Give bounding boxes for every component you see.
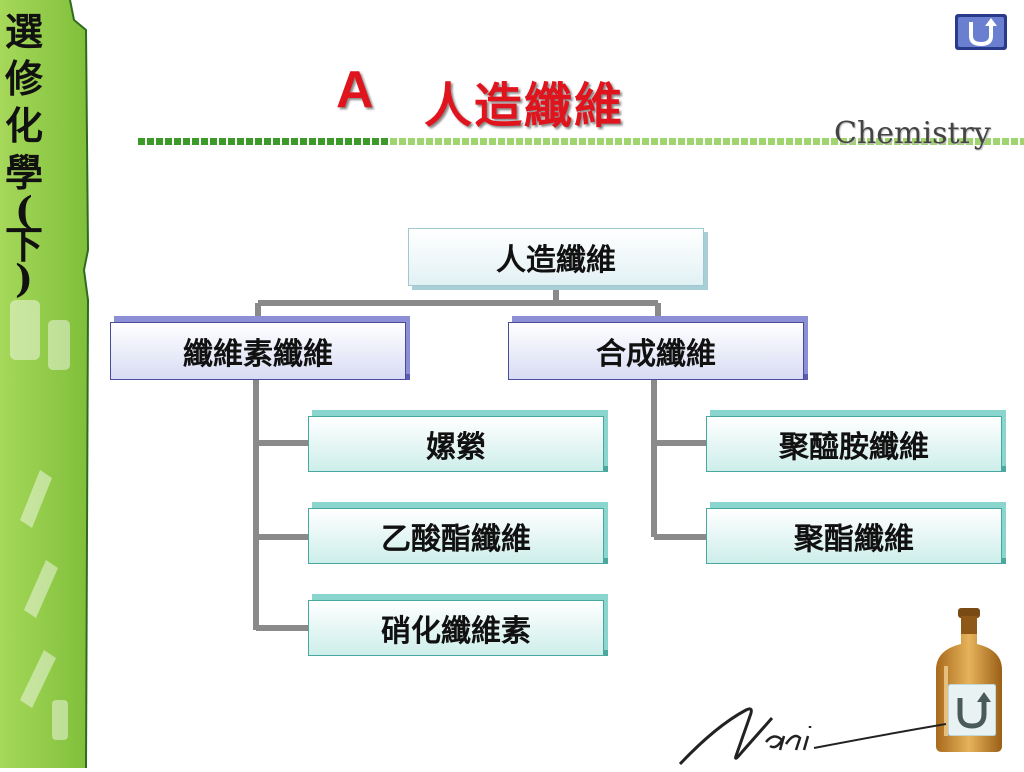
sidebar-char: 選 [4, 9, 43, 54]
sidebar-char: ( [15, 188, 33, 233]
return-bottom-button[interactable] [948, 684, 996, 736]
signature-logo [678, 707, 946, 766]
section-letter: A [336, 61, 374, 119]
node-nitrocellulose: 硝化纖維素 [308, 600, 604, 656]
sidebar-title: 選 修 化 學 ( 下 ) [2, 8, 46, 301]
node-rayon: 嫘縈 [308, 416, 604, 472]
node-acetate-fiber: 乙酸酯纖維 [308, 508, 604, 564]
subject-label: Chemistry [834, 116, 991, 151]
page-title: 人造纖維 [424, 78, 625, 134]
return-top-button[interactable] [955, 14, 1007, 50]
sidebar-background [0, 0, 90, 769]
sidebar-char: 化 [4, 103, 43, 148]
node-polyester-fiber: 聚酯纖維 [706, 508, 1002, 564]
sidebar-char: ) [15, 256, 33, 301]
node-polyamide-fiber: 聚醯胺纖維 [706, 416, 1002, 472]
root-node: 人造纖維 [408, 228, 704, 286]
sidebar-char: 學 [4, 150, 43, 195]
node-synthetic-fiber: 合成纖維 [508, 322, 804, 380]
return-u-icon [957, 698, 987, 729]
sidebar: 選 修 化 學 ( 下 ) [0, 0, 92, 769]
sidebar-char: 修 [4, 56, 43, 101]
node-cellulose-fiber: 纖維素纖維 [110, 322, 406, 380]
return-u-icon [969, 22, 993, 47]
dotted-divider [138, 138, 1024, 145]
sidebar-char: 下 [4, 222, 43, 267]
